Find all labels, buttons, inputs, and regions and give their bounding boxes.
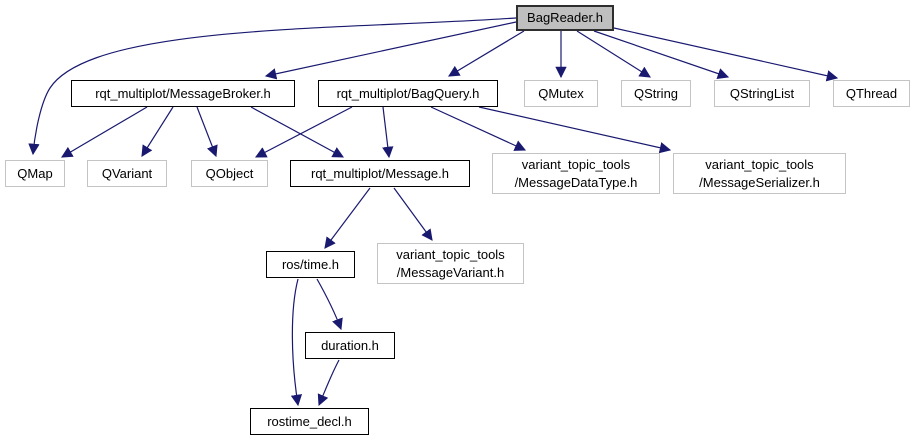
- edge-bagreader-qstringlist: [593, 30, 730, 80]
- node-messagevariant-h: variant_topic_tools /MessageVariant.h: [377, 243, 524, 284]
- node-bagquery-h[interactable]: rqt_multiplot/BagQuery.h: [318, 80, 498, 107]
- edge-bagreader-bagquery: [448, 30, 525, 77]
- edge-bagquery-qobject: [254, 106, 353, 158]
- edge-bagreader-qmap: [28, 17, 517, 156]
- edge-rostime-duration: [316, 278, 343, 331]
- node-qobject: QObject: [191, 160, 268, 187]
- node-qstring: QString: [621, 80, 691, 107]
- edge-messagebroker-message: [250, 106, 345, 158]
- node-messagebroker-h[interactable]: rqt_multiplot/MessageBroker.h: [71, 80, 295, 107]
- edge-bagquery-messageserializer: [478, 106, 672, 154]
- node-qmutex: QMutex: [524, 80, 598, 107]
- node-qvariant: QVariant: [87, 160, 167, 187]
- edge-bagreader-qstring: [576, 30, 651, 78]
- node-rostime-decl-h[interactable]: rostime_decl.h: [250, 408, 369, 435]
- edge-bagquery-message: [382, 106, 394, 159]
- node-duration-h[interactable]: duration.h: [305, 332, 395, 359]
- edge-messagebroker-qvariant: [141, 106, 174, 157]
- node-qthread: QThread: [833, 80, 910, 107]
- edge-rostime-rostimedecl: [290, 278, 303, 407]
- node-bagreader-h: BagReader.h: [516, 5, 614, 31]
- node-qmap: QMap: [5, 160, 65, 187]
- edge-bagreader-qthread: [613, 27, 839, 82]
- edge-bagreader-messagebroker: [264, 21, 517, 80]
- edge-messagebroker-qmap: [61, 106, 148, 158]
- node-messagedatatype-h: variant_topic_tools /MessageDataType.h: [492, 153, 660, 194]
- node-message-h[interactable]: rqt_multiplot/Message.h: [290, 160, 470, 187]
- edge-messagebroker-qobject: [196, 106, 218, 158]
- edge-message-rostime: [324, 187, 371, 249]
- node-ros-time-h[interactable]: ros/time.h: [266, 251, 355, 278]
- edge-duration-rostimedecl: [317, 359, 340, 407]
- edge-bagquery-messagedatatype: [430, 106, 527, 151]
- edge-message-messagevariant: [393, 187, 433, 241]
- node-messageserializer-h: variant_topic_tools /MessageSerializer.h: [673, 153, 846, 194]
- node-qstringlist: QStringList: [714, 80, 810, 107]
